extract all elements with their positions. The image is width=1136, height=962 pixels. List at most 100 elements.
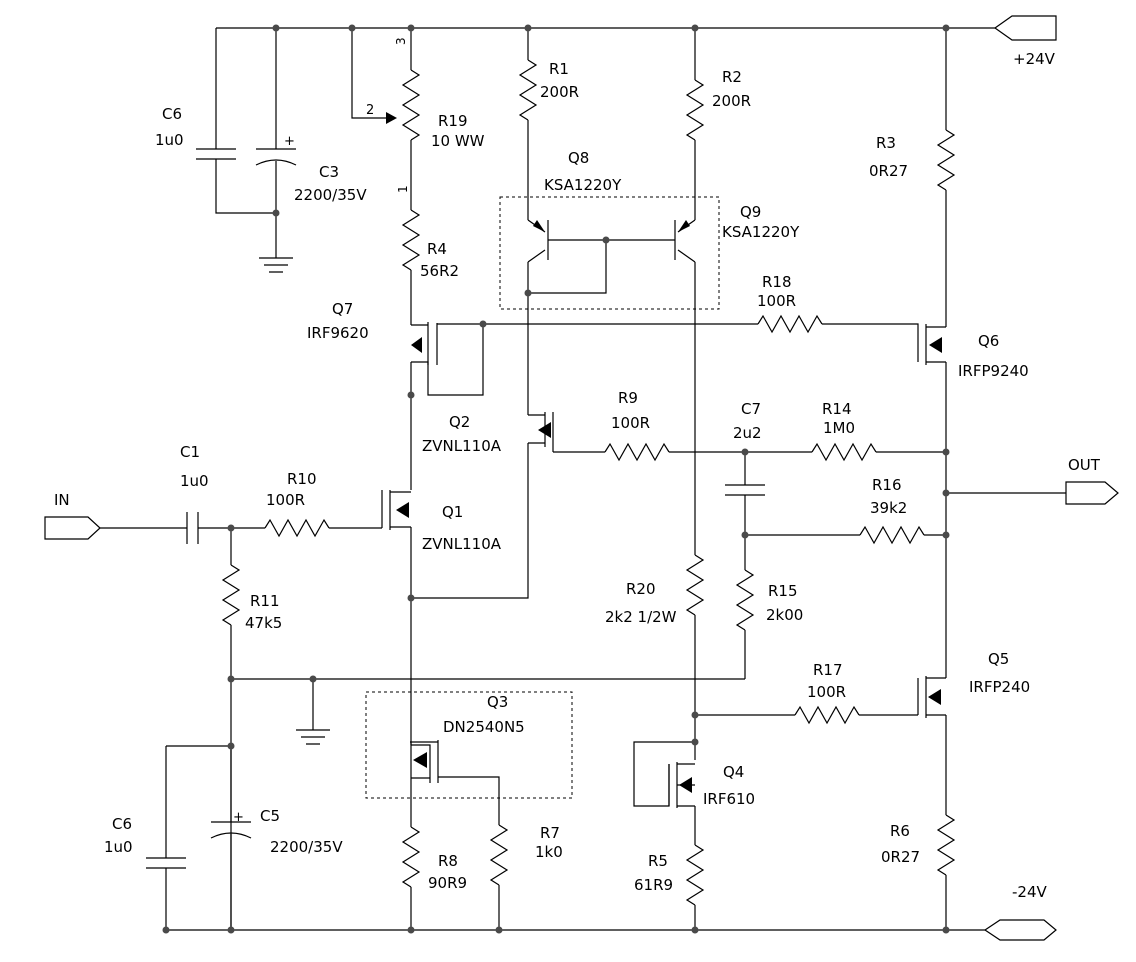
ground-symbol-bottom xyxy=(296,679,330,745)
q4-part: IRF610 xyxy=(703,790,755,808)
q1-ref: Q1 xyxy=(442,503,463,521)
r19-value: 10 WW xyxy=(431,132,485,150)
resistor-r20: R20 2k2 1/2W xyxy=(605,554,705,626)
r3-value: 0R27 xyxy=(869,162,908,180)
q2-part: ZVNL110A xyxy=(422,437,502,455)
q5-ref: Q5 xyxy=(988,650,1009,668)
r17-ref: R17 xyxy=(813,661,843,679)
c3-polarity: + xyxy=(284,134,295,149)
c6b-value: 1u0 xyxy=(104,838,133,856)
c7-ref: C7 xyxy=(741,400,761,418)
r11-value: 47k5 xyxy=(245,614,282,632)
c6b-ref: C6 xyxy=(112,815,132,833)
c3-ref: C3 xyxy=(319,163,339,181)
r6-value: 0R27 xyxy=(881,848,920,866)
input-port-label: IN xyxy=(54,491,70,509)
resistor-r17: R17 100R xyxy=(794,661,860,725)
r8-ref: R8 xyxy=(438,852,458,870)
q4-ref: Q4 xyxy=(723,763,744,781)
q5-part: IRFP240 xyxy=(969,678,1030,696)
r9-value: 100R xyxy=(611,414,650,432)
r20-ref: R20 xyxy=(626,580,656,598)
q1-part: ZVNL110A xyxy=(422,535,502,553)
r1-ref: R1 xyxy=(549,60,569,78)
r10-value: 100R xyxy=(266,491,305,509)
neg-rail-label: -24V xyxy=(1012,883,1047,901)
resistor-r1: R1 200R xyxy=(518,59,579,121)
c7-value: 2u2 xyxy=(733,424,762,442)
capacitor-c7: C7 2u2 xyxy=(725,400,765,535)
c5-value: 2200/35V xyxy=(270,838,343,856)
mosfet-q1: Q1 ZVNL110A xyxy=(381,490,502,553)
q8-ref: Q8 xyxy=(568,149,589,167)
q3-part: DN2540N5 xyxy=(443,718,525,736)
capacitor-c6-lower: C6 1u0 xyxy=(104,815,186,869)
r19-ref: R19 xyxy=(438,112,468,130)
r2-value: 200R xyxy=(712,92,751,110)
resistor-r11: R11 47k5 xyxy=(221,564,282,632)
c6a-ref: C6 xyxy=(162,105,182,123)
q3-ref: Q3 xyxy=(487,693,508,711)
r11-ref: R11 xyxy=(250,592,280,610)
capacitor-c6-upper: C6 1u0 xyxy=(155,105,236,160)
resistor-r8: R8 90R9 xyxy=(401,826,467,892)
c1-ref: C1 xyxy=(180,443,200,461)
output-port: OUT xyxy=(1065,456,1119,505)
r16-ref: R16 xyxy=(872,476,902,494)
q9-part: KSA1220Y xyxy=(722,223,800,241)
q8-part: KSA1220Y xyxy=(544,176,622,194)
c5-ref: C5 xyxy=(260,807,280,825)
q6-ref: Q6 xyxy=(978,332,999,350)
transistor-pair-q8-q9: Q8 KSA1220Y Q9 KSA1220Y xyxy=(499,28,800,310)
potentiometer-r19: 3 2 1 R19 10 WW xyxy=(366,37,485,193)
resistor-r9: R9 100R xyxy=(604,389,670,462)
capacitor-c5: + C5 2200/35V xyxy=(210,746,343,930)
r15-value: 2k00 xyxy=(766,606,803,624)
r4-ref: R4 xyxy=(427,240,447,258)
c3-value: 2200/35V xyxy=(294,186,367,204)
r18-ref: R18 xyxy=(762,273,792,291)
r17-value: 100R xyxy=(807,683,846,701)
pos-rail-label: +24V xyxy=(1013,50,1056,68)
resistor-r6: R6 0R27 xyxy=(881,814,956,876)
resistor-r16: R16 39k2 xyxy=(859,476,925,545)
r7-value: 1k0 xyxy=(535,843,563,861)
r6-ref: R6 xyxy=(890,822,910,840)
resistor-r3: R3 0R27 xyxy=(869,129,956,191)
r19-pin2: 2 xyxy=(366,103,374,118)
r5-value: 61R9 xyxy=(634,876,673,894)
resistor-r2: R2 200R xyxy=(685,68,751,141)
r1-value: 200R xyxy=(540,83,579,101)
c1-value: 1u0 xyxy=(180,472,209,490)
mosfet-q4: Q4 IRF610 xyxy=(633,741,755,808)
q2-ref: Q2 xyxy=(449,413,470,431)
rail-connector-neg: -24V xyxy=(983,883,1057,941)
r14-value: 1M0 xyxy=(823,419,855,437)
mosfet-q6: Q6 IRFP9240 xyxy=(917,324,1029,380)
resistor-r7: R7 1k0 xyxy=(489,824,563,886)
c5-polarity: + xyxy=(233,810,244,825)
c6a-value: 1u0 xyxy=(155,131,184,149)
resistor-r15: R15 2k00 xyxy=(735,569,803,631)
r8-value: 90R9 xyxy=(428,874,467,892)
capacitor-c3: + C3 2200/35V xyxy=(255,28,367,258)
rail-connector-pos: +24V xyxy=(993,15,1057,68)
resistor-r14: R14 1M0 xyxy=(811,400,877,462)
q6-part: IRFP9240 xyxy=(958,362,1029,380)
r16-value: 39k2 xyxy=(870,499,907,517)
mosfet-q5: Q5 IRFP240 xyxy=(917,650,1030,718)
r18-value: 100R xyxy=(757,292,796,310)
r7-ref: R7 xyxy=(540,824,560,842)
resistor-r5: R5 61R9 xyxy=(634,844,705,906)
resistor-r18: R18 100R xyxy=(757,273,823,334)
input-port: IN xyxy=(44,491,101,540)
mosfet-q2: Q2 ZVNL110A xyxy=(422,412,605,455)
mosfet-q3: Q3 DN2540N5 xyxy=(365,691,573,827)
q7-ref: Q7 xyxy=(332,300,353,318)
resistor-r4: R4 56R2 xyxy=(401,209,459,280)
r14-ref: R14 xyxy=(822,400,852,418)
resistor-r10: R10 100R xyxy=(264,470,330,538)
q7-part: IRF9620 xyxy=(307,324,369,342)
r5-ref: R5 xyxy=(648,852,668,870)
